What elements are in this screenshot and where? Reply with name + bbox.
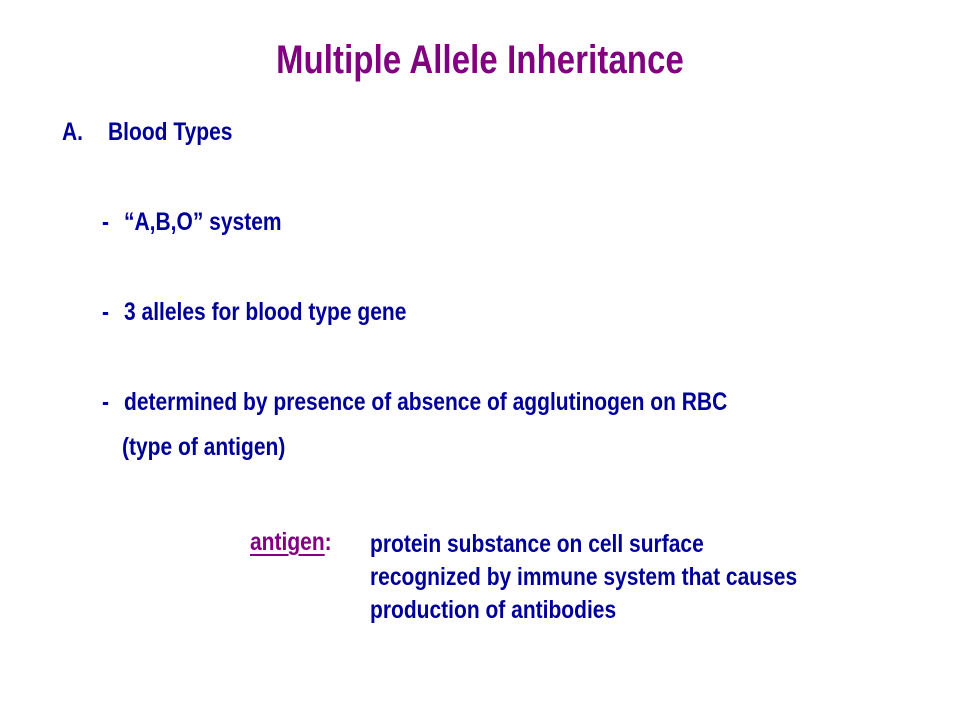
section-marker: A. (62, 118, 83, 146)
bullet-dash: - (102, 208, 109, 236)
bullet-text-three-alleles: 3 alleles for blood type gene (124, 298, 407, 326)
bullet-text-agglutinogen: determined by presence of absence of agg… (124, 388, 728, 416)
definition-line: recognized by immune system that causes (370, 563, 798, 591)
bullet-dash: - (102, 388, 109, 416)
slide-title: Multiple Allele Inheritance (276, 38, 684, 82)
definition-line: protein substance on cell surface (370, 530, 704, 558)
bullet-dash: - (102, 298, 109, 326)
bullet-continuation: (type of antigen) (122, 433, 286, 461)
definition-term-block: antigen: (250, 528, 332, 557)
definition-text: protein substance on cell surface recogn… (370, 528, 797, 627)
definition-line: production of antibodies (370, 596, 617, 624)
bullet-text-abo-system: “A,B,O” system (124, 208, 282, 236)
definition-separator: : (324, 528, 332, 556)
definition-term: antigen (250, 528, 325, 556)
section-heading: Blood Types (108, 118, 233, 146)
